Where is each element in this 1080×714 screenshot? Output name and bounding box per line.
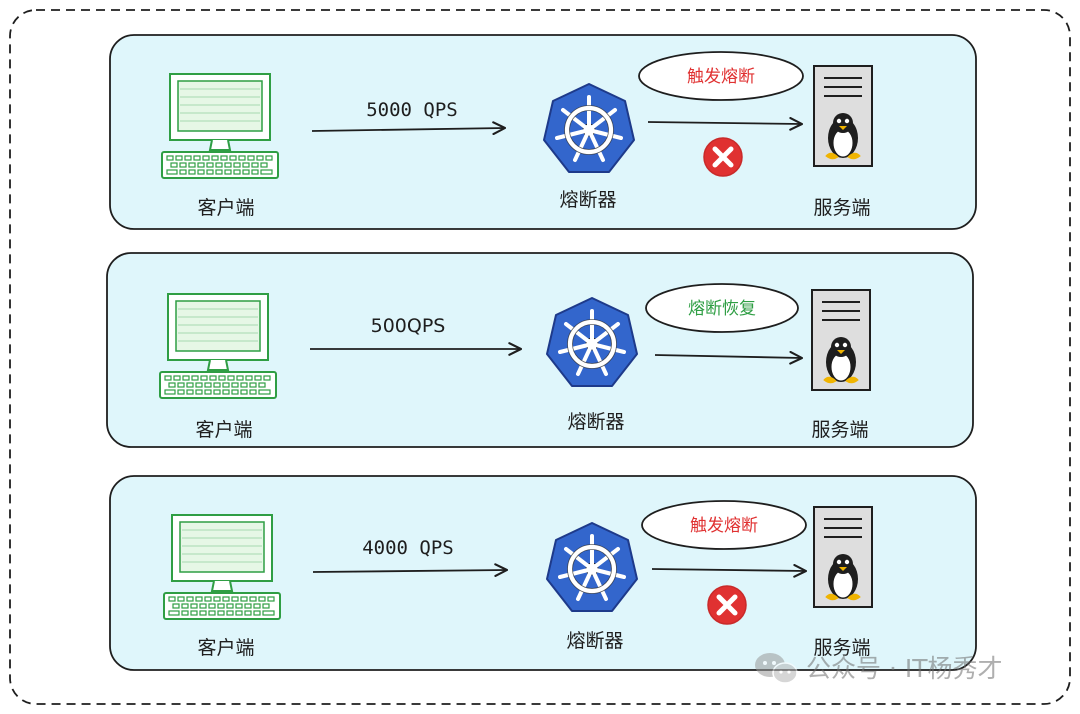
status-ellipse <box>638 51 804 101</box>
client-label: 客户端 <box>197 197 254 219</box>
linux-server-icon <box>813 65 873 167</box>
forward-arrow <box>647 116 804 131</box>
scenario-row-3: 客户端 4000 QPS 熔断器 触发熔断 服务端 <box>109 475 977 671</box>
server-label: 服务端 <box>813 637 870 659</box>
status-ellipse <box>641 500 807 550</box>
breaker-label: 熔断器 <box>567 411 624 433</box>
outer-dashed-frame <box>9 9 1071 705</box>
forward-arrow <box>651 563 808 578</box>
watermark: 公众号 · IT杨秀才 <box>755 653 1003 684</box>
linux-server-icon <box>813 506 873 608</box>
server-label: 服务端 <box>811 419 868 441</box>
red-x-circle-icon <box>708 586 746 624</box>
client-label: 客户端 <box>195 419 252 441</box>
forward-arrow <box>654 350 804 365</box>
watermark-text: 公众号 · IT杨秀才 <box>806 654 1003 683</box>
status-label: 触发熔断 <box>690 516 758 536</box>
client-label: 客户端 <box>197 637 254 659</box>
breaker-label: 熔断器 <box>559 189 616 211</box>
traffic-label: 5000 QPS <box>366 99 458 121</box>
client-computer-icon <box>159 293 277 399</box>
scenario-row-1: 客户端 5000 QPS 熔断器 触发熔断 服务端 <box>109 34 977 230</box>
request-arrow <box>312 563 509 578</box>
red-x-circle-icon <box>704 138 742 176</box>
client-computer-icon <box>163 514 281 620</box>
linux-server-icon <box>811 289 871 391</box>
client-computer-icon <box>161 73 279 179</box>
breaker-label: 熔断器 <box>566 630 623 652</box>
wechat-icon <box>755 653 798 684</box>
status-label: 熔断恢复 <box>688 299 756 319</box>
status-ellipse <box>645 283 799 333</box>
status-label: 触发熔断 <box>687 67 755 87</box>
server-label: 服务端 <box>813 197 870 219</box>
request-arrow <box>311 121 507 136</box>
scenario-row-2: 客户端 500QPS 熔断器 熔断恢复 服务端 <box>106 252 974 448</box>
traffic-label: 4000 QPS <box>362 537 454 559</box>
traffic-label: 500QPS <box>371 315 446 337</box>
